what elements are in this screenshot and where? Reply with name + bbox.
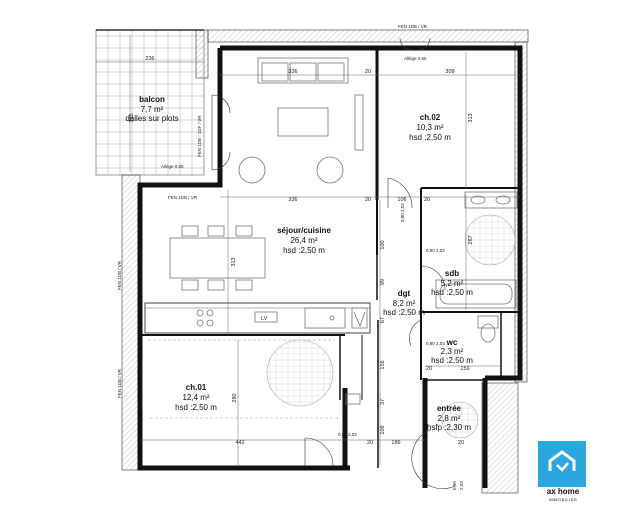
exterior-walls [137,45,523,488]
ch01-turning-circle [266,339,334,407]
dim-309: 309 [445,69,454,75]
dim-313a: 313 [468,113,474,122]
living-furniture [169,57,364,291]
entree-turning-circle [441,401,479,439]
wc-name: wc [446,338,458,347]
window-balcon-label: FEN 1DB - 1DF / VR [197,115,202,157]
bathroom-fixtures [435,191,518,343]
sdb-name: sdb [445,269,459,278]
allege-top-label: Allège 0,65 [404,56,427,61]
sejour-name: séjour/cuisine [277,226,331,235]
entree-area: 2,8 m² [438,414,461,423]
entree-hsd: hsfp :2,30 m [427,423,471,432]
dim-336a: 336 [288,69,297,75]
dim-20e: 20 [426,366,432,372]
doors [141,37,456,489]
dim-20f: 20 [458,440,464,446]
balcon-name: balcon [139,95,165,104]
ch02-hsd: hsd :2,50 m [409,133,451,142]
sejour-hsd: hsd :2,50 m [283,246,325,255]
door-ch01-label: 0,80 2,03 [338,432,357,437]
brand-sub: IMMOBILIER [548,497,578,502]
entree-name: entrée [437,404,462,413]
sdb-area: 5,2 m² [441,279,464,288]
dim-336b: 336 [288,197,297,203]
dim-20a: 20 [365,69,371,75]
ch02-area: 10,3 m² [416,123,443,132]
window-sejour-label: FEN 1DB / VR [168,195,198,200]
window-top-label: FEN 1DB / VR [398,24,428,29]
dim-100: 100 [380,240,386,249]
dim-313b: 313 [231,257,237,266]
dim-20d: 20 [367,440,373,446]
brand-logo [538,441,586,487]
dim-67: 67 [380,317,386,323]
dimension-lines [96,35,520,465]
dgt-name: dgt [398,289,411,298]
dim-159: 159 [460,366,469,372]
balcon-area [95,29,205,176]
house-icon [548,450,576,472]
door-entree-b-label: 2,03 [459,481,464,490]
door-sdb-label: 0,80 2,03 [426,248,445,253]
balcon-note: dalles sur plots [125,114,178,123]
kitchen-counter [144,302,371,334]
guide-lines [148,339,340,419]
window-left2-label: FEN 1DB / VR [117,368,122,398]
balcon-area-text: 7,7 m² [141,105,164,114]
dim-20b: 20 [365,197,371,203]
dim-106: 106 [397,197,406,203]
dim-109: 109 [380,425,386,434]
dim-37: 37 [380,399,386,405]
ch01-name: ch.01 [186,383,207,392]
closet [345,393,361,405]
brand-name: ax home [546,487,580,496]
dim-315: 315 [129,113,135,122]
lv-label: LV [261,316,268,322]
window-left1-label: FEN 1DB / VR [117,260,122,290]
wc-area: 2,3 m² [441,347,464,356]
ch02-name: ch.02 [420,113,441,122]
dim-280: 280 [232,393,238,402]
allege-balcon-label: Allège 0,65 [161,164,184,169]
dim-156: 156 [380,360,386,369]
dim-267: 267 [468,235,474,244]
dim-442: 442 [235,440,244,446]
door-entree-a-label: 0,90 [452,481,457,490]
ch01-area: 12,4 m² [182,393,209,402]
door-wc-label: 0,80 2,03 [426,341,445,346]
ch01-hsd: hsd :2,50 m [175,403,217,412]
dim-20c: 20 [424,197,430,203]
interior-walls [140,48,520,468]
sdb-hsd: hsd :2,50 m [431,288,473,297]
dgt-area: 8,2 m² [393,299,416,308]
sejour-area: 26,4 m² [290,236,317,245]
dgt-hsd: hsd :2,50 m [383,308,425,317]
dim-99: 99 [380,279,386,285]
door-dgt-label: 0,80 2,03 [400,203,405,222]
dim-236: 236 [145,56,154,62]
wc-hsd: hsd :2,50 m [431,356,473,365]
dim-186: 186 [391,440,400,446]
